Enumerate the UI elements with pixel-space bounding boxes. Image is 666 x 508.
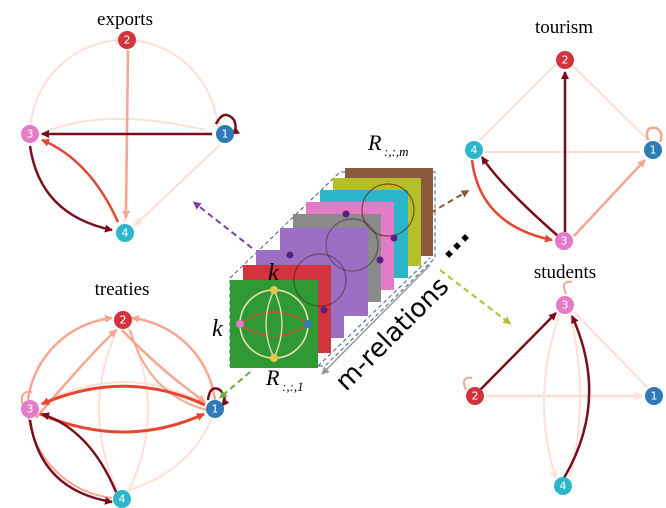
arrow-to-tourism [421, 189, 470, 219]
arrow-to-exports [192, 201, 253, 249]
students-node-2-label: 2 [472, 390, 479, 403]
students-node-3-label: 3 [562, 299, 569, 312]
treaties-node-3-label: 3 [27, 403, 34, 416]
graph-title-students: students [534, 262, 596, 283]
arrow-to-treaties [218, 371, 251, 399]
students-node-1-label: 1 [651, 390, 658, 403]
graph-title-exports: exports [97, 9, 153, 30]
exports-node-2 [118, 31, 136, 49]
treaties-node-1-label: 1 [212, 403, 219, 416]
tourism-node-1 [644, 141, 662, 159]
stack-label-top-sub: :,:,m [384, 144, 409, 159]
graph-tourism: tourism 2 4 1 3 [465, 17, 663, 250]
tourism-node-1-label: 1 [650, 144, 657, 157]
graph-treaties: treaties 2 3 1 4 [20, 279, 230, 508]
students-node-1 [645, 387, 663, 405]
treaties-node-1 [206, 400, 224, 418]
students-node-4 [554, 477, 572, 495]
tourism-node-3-label: 3 [561, 235, 568, 248]
stack-label-top: R [367, 130, 382, 155]
treaties-node-4 [113, 490, 131, 508]
treaties-node-3 [21, 400, 39, 418]
tourism-node-4-label: 4 [471, 144, 478, 157]
stack-k-top: k [268, 260, 279, 286]
stack-k-left: k [212, 316, 223, 342]
m-relations-axis-arrow [321, 264, 431, 375]
stack-label-bottom-sub: :,:,1 [282, 379, 304, 394]
treaties-node-4-label: 4 [119, 493, 126, 506]
treaties-node-2 [114, 311, 132, 329]
treaties-node-2-label: 2 [120, 314, 127, 327]
graph-title-treaties: treaties [95, 279, 150, 300]
graph-students: students 3 2 1 4 [463, 262, 663, 495]
exports-node-4-label: 4 [122, 227, 129, 240]
students-node-3 [556, 296, 574, 314]
graph-exports: exports 2 1 3 4 [21, 9, 241, 242]
exports-node-2-label: 2 [124, 34, 131, 47]
exports-node-3-label: 3 [27, 128, 34, 141]
ellipsis: ... [428, 217, 477, 266]
slice-green [230, 280, 318, 368]
graph-title-tourism: tourism [535, 17, 593, 38]
exports-node-1-label: 1 [222, 128, 229, 141]
tourism-node-4 [465, 141, 483, 159]
students-node-4-label: 4 [560, 480, 567, 493]
exports-node-3 [21, 125, 39, 143]
tourism-node-2 [556, 51, 574, 69]
arrow-to-students [439, 269, 512, 325]
exports-node-4 [116, 224, 134, 242]
exports-node-1 [216, 125, 234, 143]
tourism-node-3 [555, 232, 573, 250]
stack-label-bottom: R [265, 365, 280, 390]
students-node-2 [466, 387, 484, 405]
tensor-stack: R :,:,m R :,:,1 k k m-relations ... [192, 130, 512, 399]
tourism-node-2-label: 2 [562, 54, 569, 67]
tensor-slices [230, 168, 433, 368]
